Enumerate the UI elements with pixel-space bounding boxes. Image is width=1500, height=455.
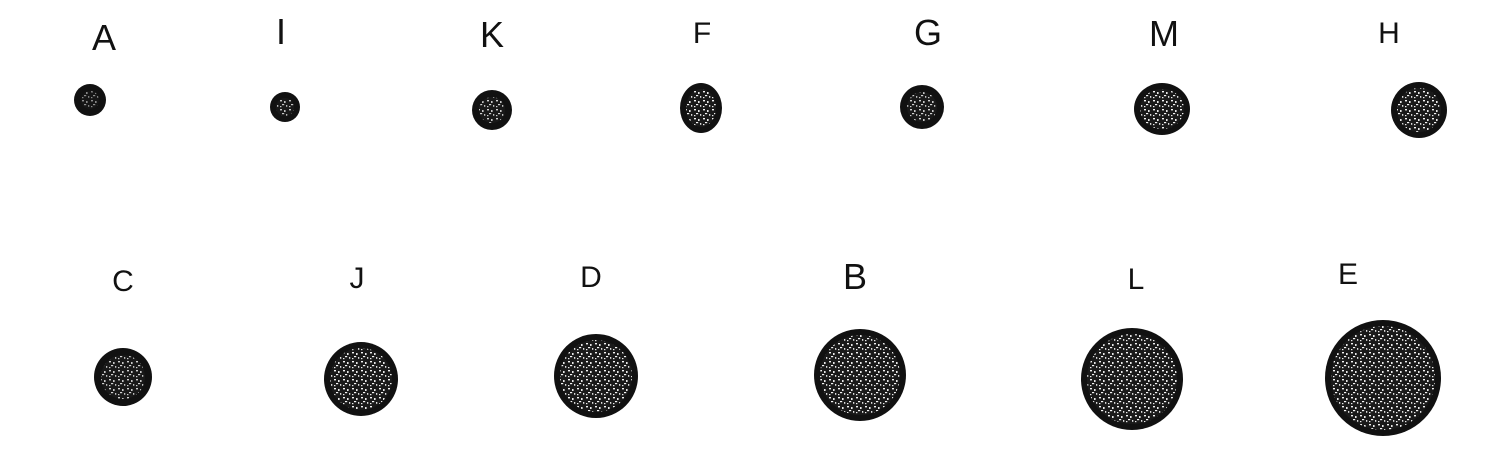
spot-b [814,329,906,421]
label-c: C [112,265,134,298]
label-j: J [349,262,365,295]
spot-i [270,92,300,122]
spot-l [1081,328,1183,430]
spot-g [900,85,944,129]
spot-m [1134,83,1190,135]
spot-f [680,83,722,133]
spot-e [1325,320,1441,436]
label-e: E [1337,258,1359,291]
label-h: H [1378,17,1400,50]
spot-c [94,348,152,406]
label-m: M [1149,13,1179,54]
spot-j [324,342,398,416]
label-l: L [1127,263,1145,296]
spot-k [472,90,512,130]
spot-a [74,84,106,116]
spot-h [1391,82,1447,138]
label-f: F [692,17,712,50]
label-b: B [842,256,868,297]
label-g: G [913,12,943,53]
label-d: D [580,261,602,294]
spot-d [554,334,638,418]
label-i: I [275,11,287,52]
label-a: A [91,17,117,58]
label-k: K [479,14,505,55]
